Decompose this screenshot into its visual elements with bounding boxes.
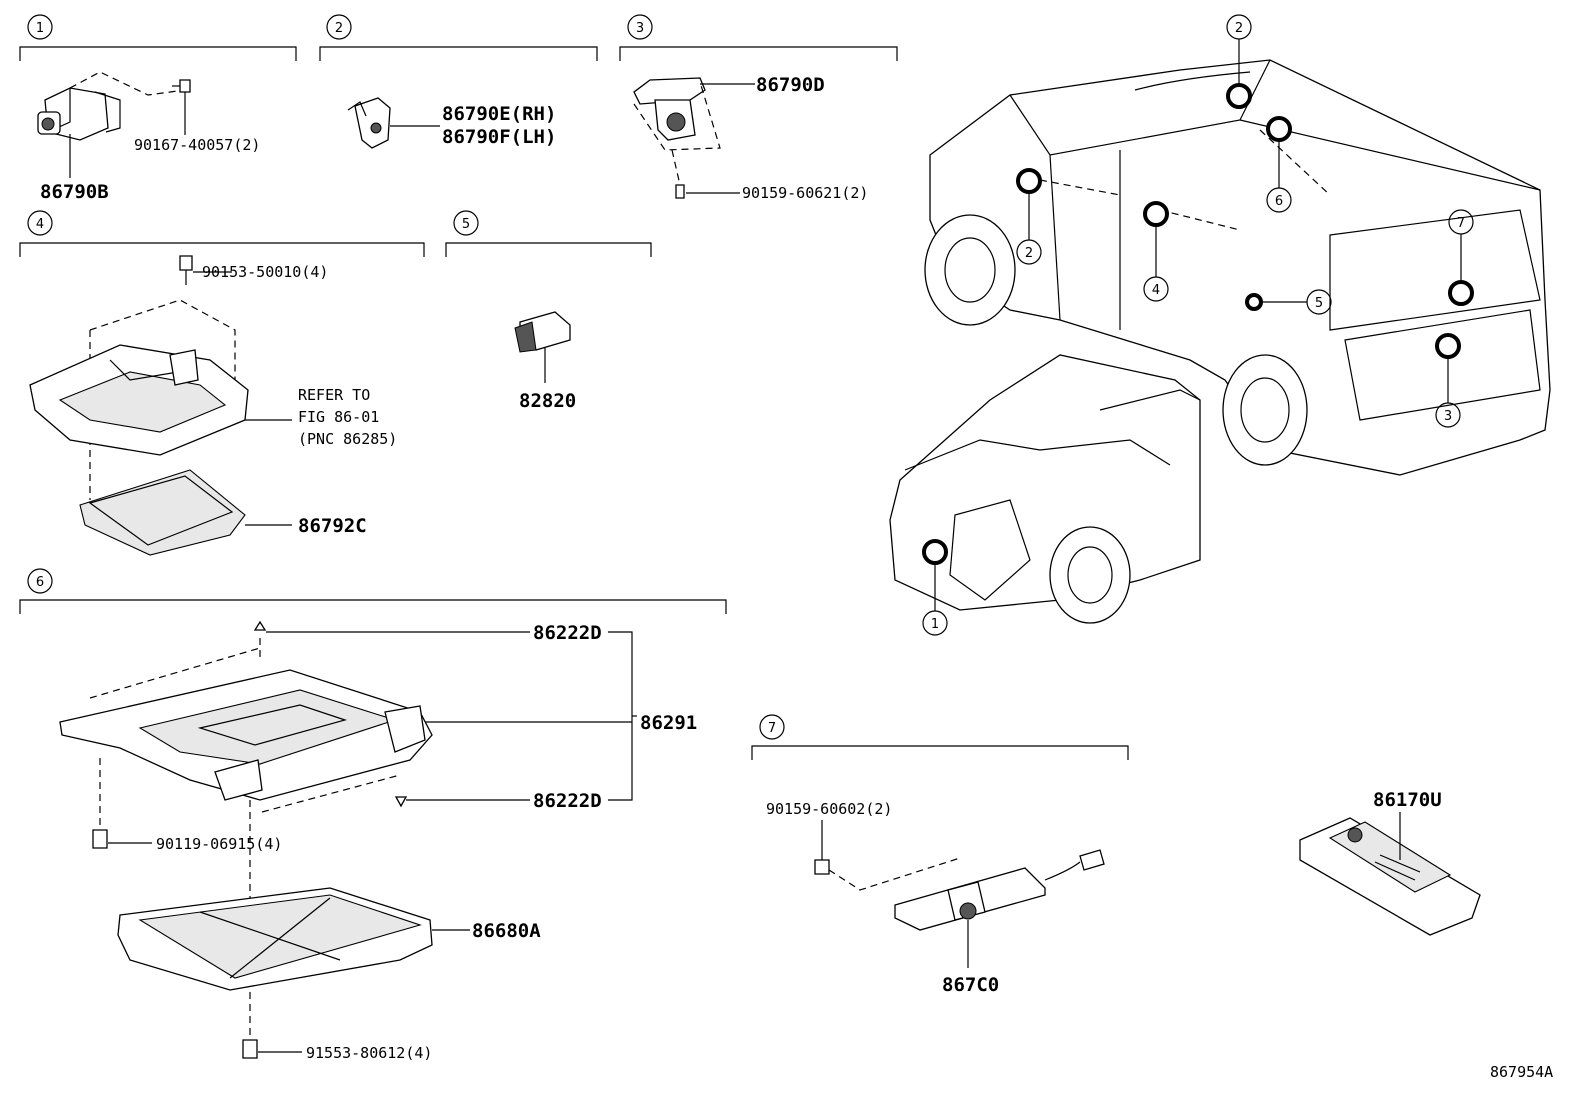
camera-867c0-drawing xyxy=(814,820,1105,968)
section-3: 3 86790D 90159-60621(2) xyxy=(619,14,898,202)
callout-3: 3 xyxy=(1444,409,1452,424)
section-1-bracket xyxy=(19,46,297,61)
part-86680a-label: 86680A xyxy=(472,920,541,942)
marker-7 xyxy=(1448,280,1474,306)
marker-2-top xyxy=(1226,83,1252,109)
section-1: 1 86790B 90167-40057(2) xyxy=(19,14,297,203)
section-7: 7 90159-60602(2) 867C0 xyxy=(751,714,1129,996)
section-6: 6 8622 xyxy=(19,568,727,1062)
part-82820-label: 82820 xyxy=(519,390,576,412)
tray-assembly-drawing xyxy=(59,620,637,1059)
section-1-number-circle xyxy=(27,14,53,40)
refer-note-line-2: FIG 86-01 xyxy=(298,408,379,426)
part-90119-06915-label: 90119-06915(4) xyxy=(156,835,282,853)
section-4: 4 90153-50010(4) REFER TO FIG 86-01 (PNC… xyxy=(19,210,425,556)
marker-1 xyxy=(922,539,948,565)
diagram-id-label: 867954A xyxy=(1490,1063,1553,1081)
refer-note-line-1: REFER TO xyxy=(298,386,370,404)
callout-7: 7 xyxy=(1457,216,1465,231)
section-2: 2 86790E(RH) 86790F(LH) xyxy=(319,14,598,149)
callout-1: 1 xyxy=(931,617,939,632)
section-1-number: 1 xyxy=(36,21,44,36)
section-5-number: 5 xyxy=(462,217,470,232)
section-6-number: 6 xyxy=(36,575,44,590)
camera-86790e-drawing xyxy=(347,97,440,149)
bracket-assembly-drawing xyxy=(29,255,292,556)
section-7-number: 7 xyxy=(768,721,776,736)
camera-86790b-drawing xyxy=(37,71,191,178)
part-86170u-label: 86170U xyxy=(1373,789,1442,811)
callout-2-top: 2 xyxy=(1235,21,1243,36)
vehicle-rear-view xyxy=(924,59,1551,476)
marker-4 xyxy=(1143,201,1169,227)
marker-2-side xyxy=(1016,168,1042,194)
part-867c0-label: 867C0 xyxy=(942,974,999,996)
refer-note-line-3: (PNC 86285) xyxy=(298,430,397,448)
switch-82820-drawing xyxy=(514,311,571,383)
part-86790f-label: 86790F(LH) xyxy=(442,126,556,148)
callout-5: 5 xyxy=(1315,296,1323,311)
section-6-bracket xyxy=(19,599,727,614)
part-86291-label: 86291 xyxy=(640,712,697,734)
section-7-number-circle xyxy=(759,714,785,740)
section-2-number-circle xyxy=(326,14,352,40)
marker-6 xyxy=(1266,116,1292,142)
part-90159-60602-label: 90159-60602(2) xyxy=(766,800,892,818)
part-86792c-label: 86792C xyxy=(298,515,367,537)
part-90159-60621-label: 90159-60621(2) xyxy=(742,184,868,202)
callout-2-side: 2 xyxy=(1025,246,1033,261)
camera-86790d-drawing xyxy=(633,77,755,199)
section-5: 5 82820 xyxy=(445,210,652,412)
part-90153-50010-label: 90153-50010(4) xyxy=(202,263,328,281)
callout-4: 4 xyxy=(1152,283,1160,298)
part-86790e-label: 86790E(RH) xyxy=(442,103,556,125)
callout-6: 6 xyxy=(1275,194,1283,209)
marker-5 xyxy=(1245,293,1263,311)
section-5-bracket xyxy=(445,242,652,257)
section-3-bracket xyxy=(619,46,898,61)
part-91553-80612-label: 91553-80612(4) xyxy=(306,1044,432,1062)
section-3-number: 3 xyxy=(636,21,644,36)
section-4-number-circle xyxy=(27,210,53,236)
section-4-bracket xyxy=(19,242,425,257)
section-3-number-circle xyxy=(627,14,653,40)
section-2-number: 2 xyxy=(335,21,343,36)
vehicle-callouts: 2 6 7 2 4 5 3 1 xyxy=(922,14,1474,636)
section-4-number: 4 xyxy=(36,217,44,232)
part-86790d-label: 86790D xyxy=(756,74,825,96)
remote-86170u: 86170U xyxy=(1299,789,1481,936)
part-86790b-label: 86790B xyxy=(40,181,109,203)
section-6-number-circle xyxy=(27,568,53,594)
section-5-number-circle xyxy=(453,210,479,236)
part-86222d-top-label: 86222D xyxy=(533,622,602,644)
section-7-bracket xyxy=(751,745,1129,760)
part-90167-40057-label: 90167-40057(2) xyxy=(134,136,260,154)
part-86222d-bottom-label: 86222D xyxy=(533,790,602,812)
marker-3 xyxy=(1435,333,1461,359)
vehicle-front-view xyxy=(889,354,1201,624)
section-2-bracket xyxy=(319,46,598,61)
